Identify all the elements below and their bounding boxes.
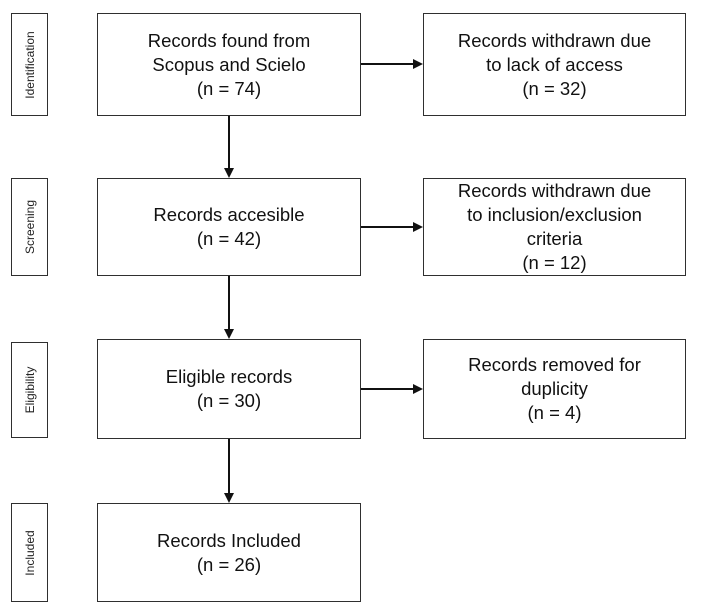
stage-identification: Identification <box>11 13 48 116</box>
withdrawn-no-access-line-1: Records withdrawn due <box>457 29 652 51</box>
withdrawn-criteria-line-2: to inclusion/exclusion <box>467 204 642 225</box>
records-found-line-1: Records found from <box>147 29 311 51</box>
box-eligible-records: Eligible records (n = 30) <box>97 339 361 439</box>
stage-included: Included <box>11 503 48 602</box>
stage-eligibility: Eligibility <box>11 342 48 438</box>
box-records-found: Records found from Scopus and Scielo (n … <box>97 13 361 116</box>
eligible-records-count: (n = 30) <box>196 390 262 411</box>
removed-duplicity-count: (n = 4) <box>527 402 582 423</box>
withdrawn-no-access-line-2: to lack of access <box>486 53 623 75</box>
records-found-line-2: Scopus and Scielo <box>152 53 306 75</box>
records-included-count: (n = 26) <box>196 553 262 575</box>
records-accessible-line-1: Records accesible <box>153 204 305 225</box>
records-accessible-count: (n = 42) <box>196 228 262 249</box>
withdrawn-criteria-line-1: Records withdrawn due <box>457 180 652 201</box>
eligible-records-line-1: Eligible records <box>165 366 293 387</box>
removed-duplicity-line-2: duplicity <box>521 378 588 399</box>
box-withdrawn-criteria: Records withdrawn due to inclusion/exclu… <box>423 178 686 276</box>
withdrawn-criteria-line-3: criteria <box>526 228 583 249</box>
records-found-count: (n = 74) <box>196 77 262 99</box>
box-records-accessible: Records accesible (n = 42) <box>97 178 361 276</box>
box-withdrawn-no-access: Records withdrawn due to lack of access … <box>423 13 686 116</box>
stage-screening: Screening <box>11 178 48 276</box>
box-removed-duplicity: Records removed for duplicity (n = 4) <box>423 339 686 439</box>
withdrawn-no-access-count: (n = 32) <box>522 77 587 99</box>
removed-duplicity-line-1: Records removed for <box>468 354 641 375</box>
box-records-included: Records Included (n = 26) <box>97 503 361 602</box>
withdrawn-criteria-count: (n = 12) <box>522 252 587 273</box>
records-included-line-1: Records Included <box>157 529 301 551</box>
